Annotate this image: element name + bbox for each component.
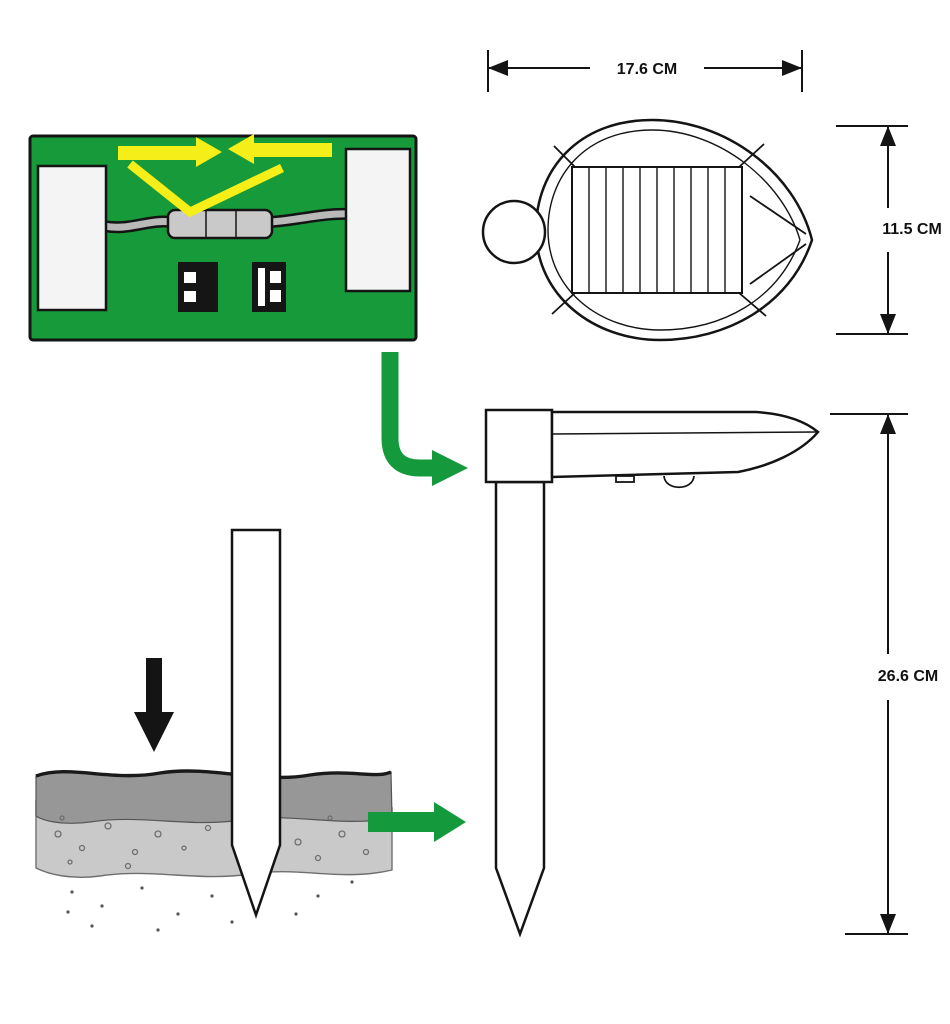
push-down-arrow-icon (134, 658, 174, 752)
dim-arrow-right-icon (782, 60, 802, 76)
ground-speckles (54, 815, 370, 932)
width-dimension: 17.6 CM (487, 50, 803, 92)
wire-right (264, 207, 354, 228)
depth-dimension-label: 11.5 CM (882, 221, 942, 238)
yellow-arrow-right-icon (118, 137, 222, 167)
circuit-board-panel (28, 134, 418, 342)
light-side-view (484, 408, 820, 938)
height-dimension-label: 26.6 CM (878, 668, 938, 685)
flow-arrow-stake-to-side-view (368, 802, 466, 842)
mount-knob (481, 199, 547, 265)
yellow-connect-lines (127, 160, 284, 218)
ground-installation (35, 528, 466, 932)
dim-arrow-left-icon (488, 60, 508, 76)
green-arrowhead-icon (432, 450, 468, 486)
dim-arrow-up-icon (880, 414, 896, 434)
leaf-inner-contour (547, 129, 801, 331)
ground-upper (35, 770, 393, 824)
wire-left (98, 215, 178, 234)
width-dimension-label: 17.6 CM (617, 61, 677, 78)
leaf-veins (551, 143, 807, 317)
leaf-head-profile (550, 410, 820, 479)
leaf-top-view (481, 118, 814, 342)
stake-side (494, 480, 546, 938)
flow-arrow-board-to-light (381, 352, 468, 486)
yellow-arrow-left-icon (228, 134, 332, 164)
height-dimension: 26.6 CM (830, 413, 938, 935)
head-bracket (484, 408, 554, 484)
cable-connector (166, 208, 274, 240)
connector-socket (178, 262, 218, 312)
solar-panel (571, 166, 743, 294)
ground-surface-line (35, 769, 392, 780)
dim-arrow-down-icon (880, 314, 896, 334)
connector-plug (252, 262, 286, 312)
sensor-bump (663, 475, 695, 489)
battery-block-left (36, 164, 108, 312)
depth-dimension: 11.5 CM (836, 125, 942, 335)
head-switch (615, 475, 635, 483)
dim-arrow-down-icon (880, 914, 896, 934)
battery-block-right (344, 147, 412, 293)
dim-arrow-up-icon (880, 126, 896, 146)
stake-in-ground (230, 528, 282, 919)
